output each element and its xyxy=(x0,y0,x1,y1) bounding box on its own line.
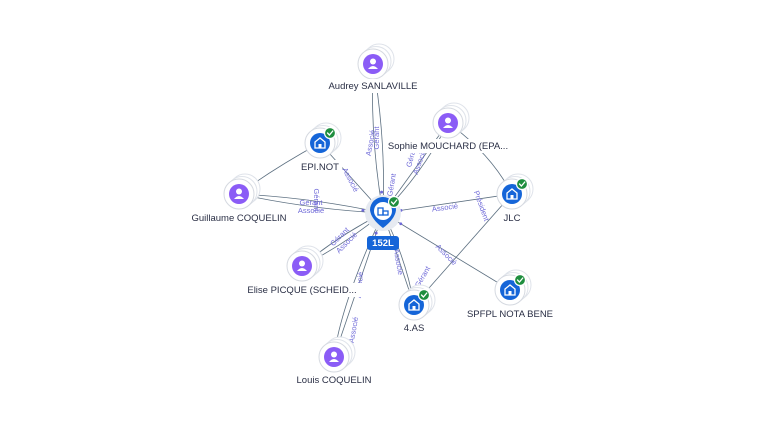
node-label-bg xyxy=(324,79,422,93)
verified-check-icon xyxy=(323,126,337,140)
node-label: Guillaume COQUELIN xyxy=(191,213,286,224)
edge-label: Associé xyxy=(392,248,405,275)
node-louis[interactable]: Louis COQUELIN xyxy=(293,336,375,387)
node-label: Audrey SANLAVILLE xyxy=(328,81,417,92)
verified-check-icon xyxy=(515,177,529,191)
center-label: 152L xyxy=(372,238,394,249)
node-label: Sophie MOUCHARD (EPA... xyxy=(388,141,508,152)
edge-label: Associé xyxy=(298,206,324,215)
nodes-layer: Audrey SANLAVILLE EPI.NOT Sophie MOUCHARD … xyxy=(188,43,553,387)
verified-check-icon xyxy=(387,195,401,209)
person-icon xyxy=(329,351,339,362)
edge-labels-layer: GérantAssociéAssociéGérantAssociéGérantA… xyxy=(298,126,492,344)
building-icon xyxy=(377,207,389,216)
node-label-bg xyxy=(467,307,553,321)
node-spfpl[interactable]: SPFPL NOTA BENE xyxy=(467,269,553,321)
node-elise[interactable]: Elise PICQUE (SCHEID... xyxy=(238,245,366,297)
edge-arrow xyxy=(380,190,383,194)
node-jlc[interactable]: JLC xyxy=(496,173,534,225)
node-fouras[interactable]: 4.AS xyxy=(398,284,436,335)
node-epinot[interactable]: EPI.NOT xyxy=(297,122,343,174)
edge-label: Associé xyxy=(431,201,458,214)
node-label-bg xyxy=(238,283,366,297)
node-label-bg xyxy=(399,321,429,335)
node-label: Elise PICQUE (SCHEID... xyxy=(247,285,356,296)
edge-label: Gérant xyxy=(385,172,398,197)
node-audrey[interactable]: Audrey SANLAVILLE xyxy=(324,43,422,93)
edge-label: Gérant xyxy=(312,189,321,213)
building-icon xyxy=(504,284,516,296)
edge-label: Associé xyxy=(347,316,360,343)
node-sophie[interactable]: Sophie MOUCHARD (EPA... xyxy=(384,102,512,153)
edge-arrow xyxy=(374,231,378,235)
node-label-bg xyxy=(297,160,343,174)
node-label-bg xyxy=(384,139,512,153)
node-label-bg xyxy=(293,373,375,387)
edge-label: Associé xyxy=(434,242,459,267)
edge-label: Gérant xyxy=(300,198,324,207)
center-label-bg xyxy=(367,236,399,250)
node-label: SPFPL NOTA BENE xyxy=(467,309,553,320)
edge-label: Gérant xyxy=(372,126,381,150)
node-label: EPI.NOT xyxy=(301,162,339,173)
building-icon xyxy=(506,188,518,200)
node-label-bg xyxy=(188,211,290,225)
node-label-bg xyxy=(500,211,524,225)
node-label: JLC xyxy=(504,213,521,224)
edge-arrow xyxy=(399,222,403,226)
node-label: Louis COQUELIN xyxy=(297,375,372,386)
node-label: 4.AS xyxy=(404,323,425,334)
edge-label: Associé xyxy=(340,166,360,193)
building-icon xyxy=(314,137,326,149)
person-icon xyxy=(443,117,453,128)
person-icon xyxy=(297,260,307,271)
verified-check-icon xyxy=(513,273,527,287)
edge-arrow xyxy=(361,208,365,212)
building-icon xyxy=(408,299,420,311)
node-guillaume[interactable]: Guillaume COQUELIN xyxy=(188,173,290,225)
edge-label: Président xyxy=(472,189,492,223)
verified-check-icon xyxy=(417,288,431,302)
edge-label: Associé xyxy=(364,129,377,156)
person-icon xyxy=(234,188,244,199)
center-node[interactable]: 152L xyxy=(365,195,401,250)
person-icon xyxy=(368,58,378,69)
